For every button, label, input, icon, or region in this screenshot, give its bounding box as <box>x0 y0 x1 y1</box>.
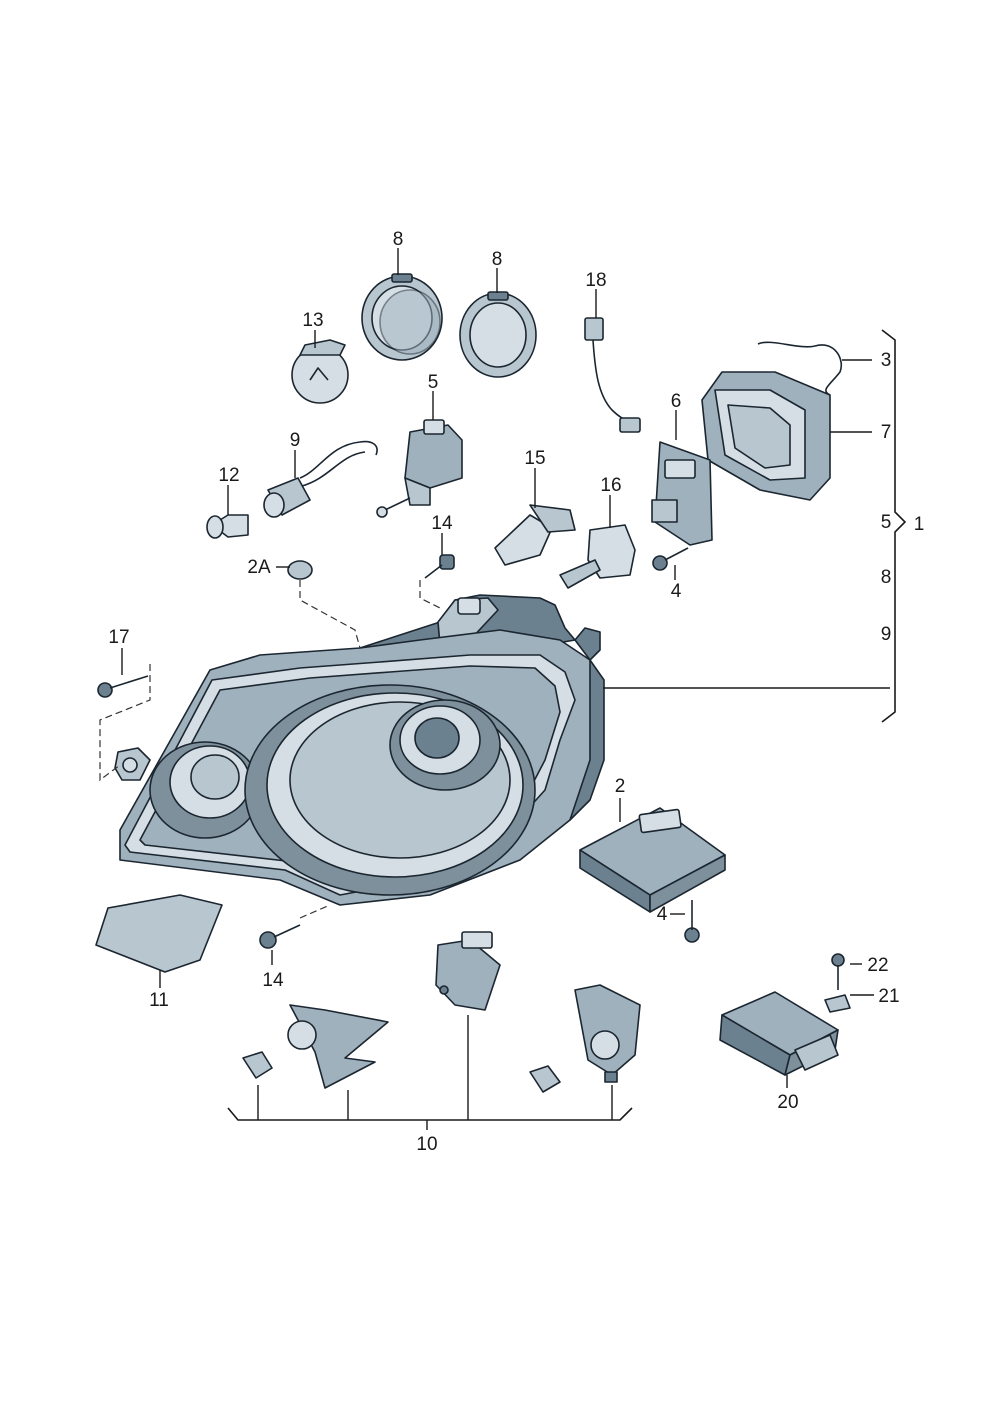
screw-14-bottom <box>259 924 301 949</box>
callout-16: 16 <box>600 475 621 496</box>
bulb-15 <box>494 504 576 566</box>
callout-21: 21 <box>878 986 899 1007</box>
screw-17 <box>97 675 149 698</box>
callout-7: 7 <box>881 422 892 443</box>
callout-10: 10 <box>416 1134 437 1155</box>
bracket-10-right <box>529 984 641 1093</box>
set-item-8: 8 <box>881 567 892 588</box>
spring-clip-3 <box>757 341 842 396</box>
callout-5: 5 <box>428 372 439 393</box>
callout-8-right: 8 <box>492 249 503 270</box>
xenon-bulb-16 <box>559 524 636 589</box>
callout-11: 11 <box>149 990 169 1011</box>
callout-3: 3 <box>881 350 892 371</box>
callout-labels: 8 8 18 13 5 3 9 6 7 15 12 16 14 2A 4 17 … <box>108 229 924 1155</box>
screw-14-top <box>424 554 455 579</box>
control-unit-6 <box>651 441 713 546</box>
set-bracket <box>881 329 907 723</box>
screw-4-bottom <box>684 900 700 943</box>
callout-6: 6 <box>671 391 682 412</box>
callout-9: 9 <box>290 430 301 451</box>
ballast-2 <box>579 807 726 913</box>
leader-lines <box>121 248 890 1130</box>
screw-22 <box>831 953 845 990</box>
bracket-10-left <box>242 1004 389 1089</box>
dashed-guides <box>99 580 441 919</box>
clip-nut-21 <box>824 994 851 1013</box>
callout-14-top: 14 <box>431 513 453 534</box>
callout-14-bottom: 14 <box>262 970 284 991</box>
bracket-10-middle <box>435 931 501 1011</box>
level-motor-5 <box>376 419 463 518</box>
wiring-18 <box>584 317 641 433</box>
callout-4-bottom: 4 <box>657 904 668 925</box>
callout-20: 20 <box>777 1092 798 1113</box>
callout-15: 15 <box>524 448 545 469</box>
cover-plate-11 <box>95 894 223 973</box>
retaining-ring-right <box>459 291 537 378</box>
set-item-5: 5 <box>881 512 892 533</box>
callout-13: 13 <box>302 310 323 331</box>
screw-4-top <box>652 547 689 571</box>
callout-2A: 2A <box>247 557 271 578</box>
plug-2A <box>287 560 313 580</box>
callout-17: 17 <box>108 627 129 648</box>
bulb-12 <box>206 514 249 539</box>
control-unit-housing-7 <box>701 371 831 501</box>
retaining-ring-left <box>361 273 443 361</box>
bulb-13 <box>291 339 349 404</box>
callout-4-top: 4 <box>671 581 682 602</box>
set-item-9: 9 <box>881 624 892 645</box>
callout-8-left: 8 <box>393 229 404 250</box>
headlight-housing <box>114 594 605 906</box>
socket-harness-9 <box>263 440 378 518</box>
callout-12: 12 <box>218 465 239 486</box>
control-module-20 <box>719 991 839 1076</box>
set-total-1: 1 <box>914 514 925 535</box>
callout-22: 22 <box>867 955 888 976</box>
callout-2: 2 <box>615 776 626 797</box>
callout-18: 18 <box>585 270 606 291</box>
